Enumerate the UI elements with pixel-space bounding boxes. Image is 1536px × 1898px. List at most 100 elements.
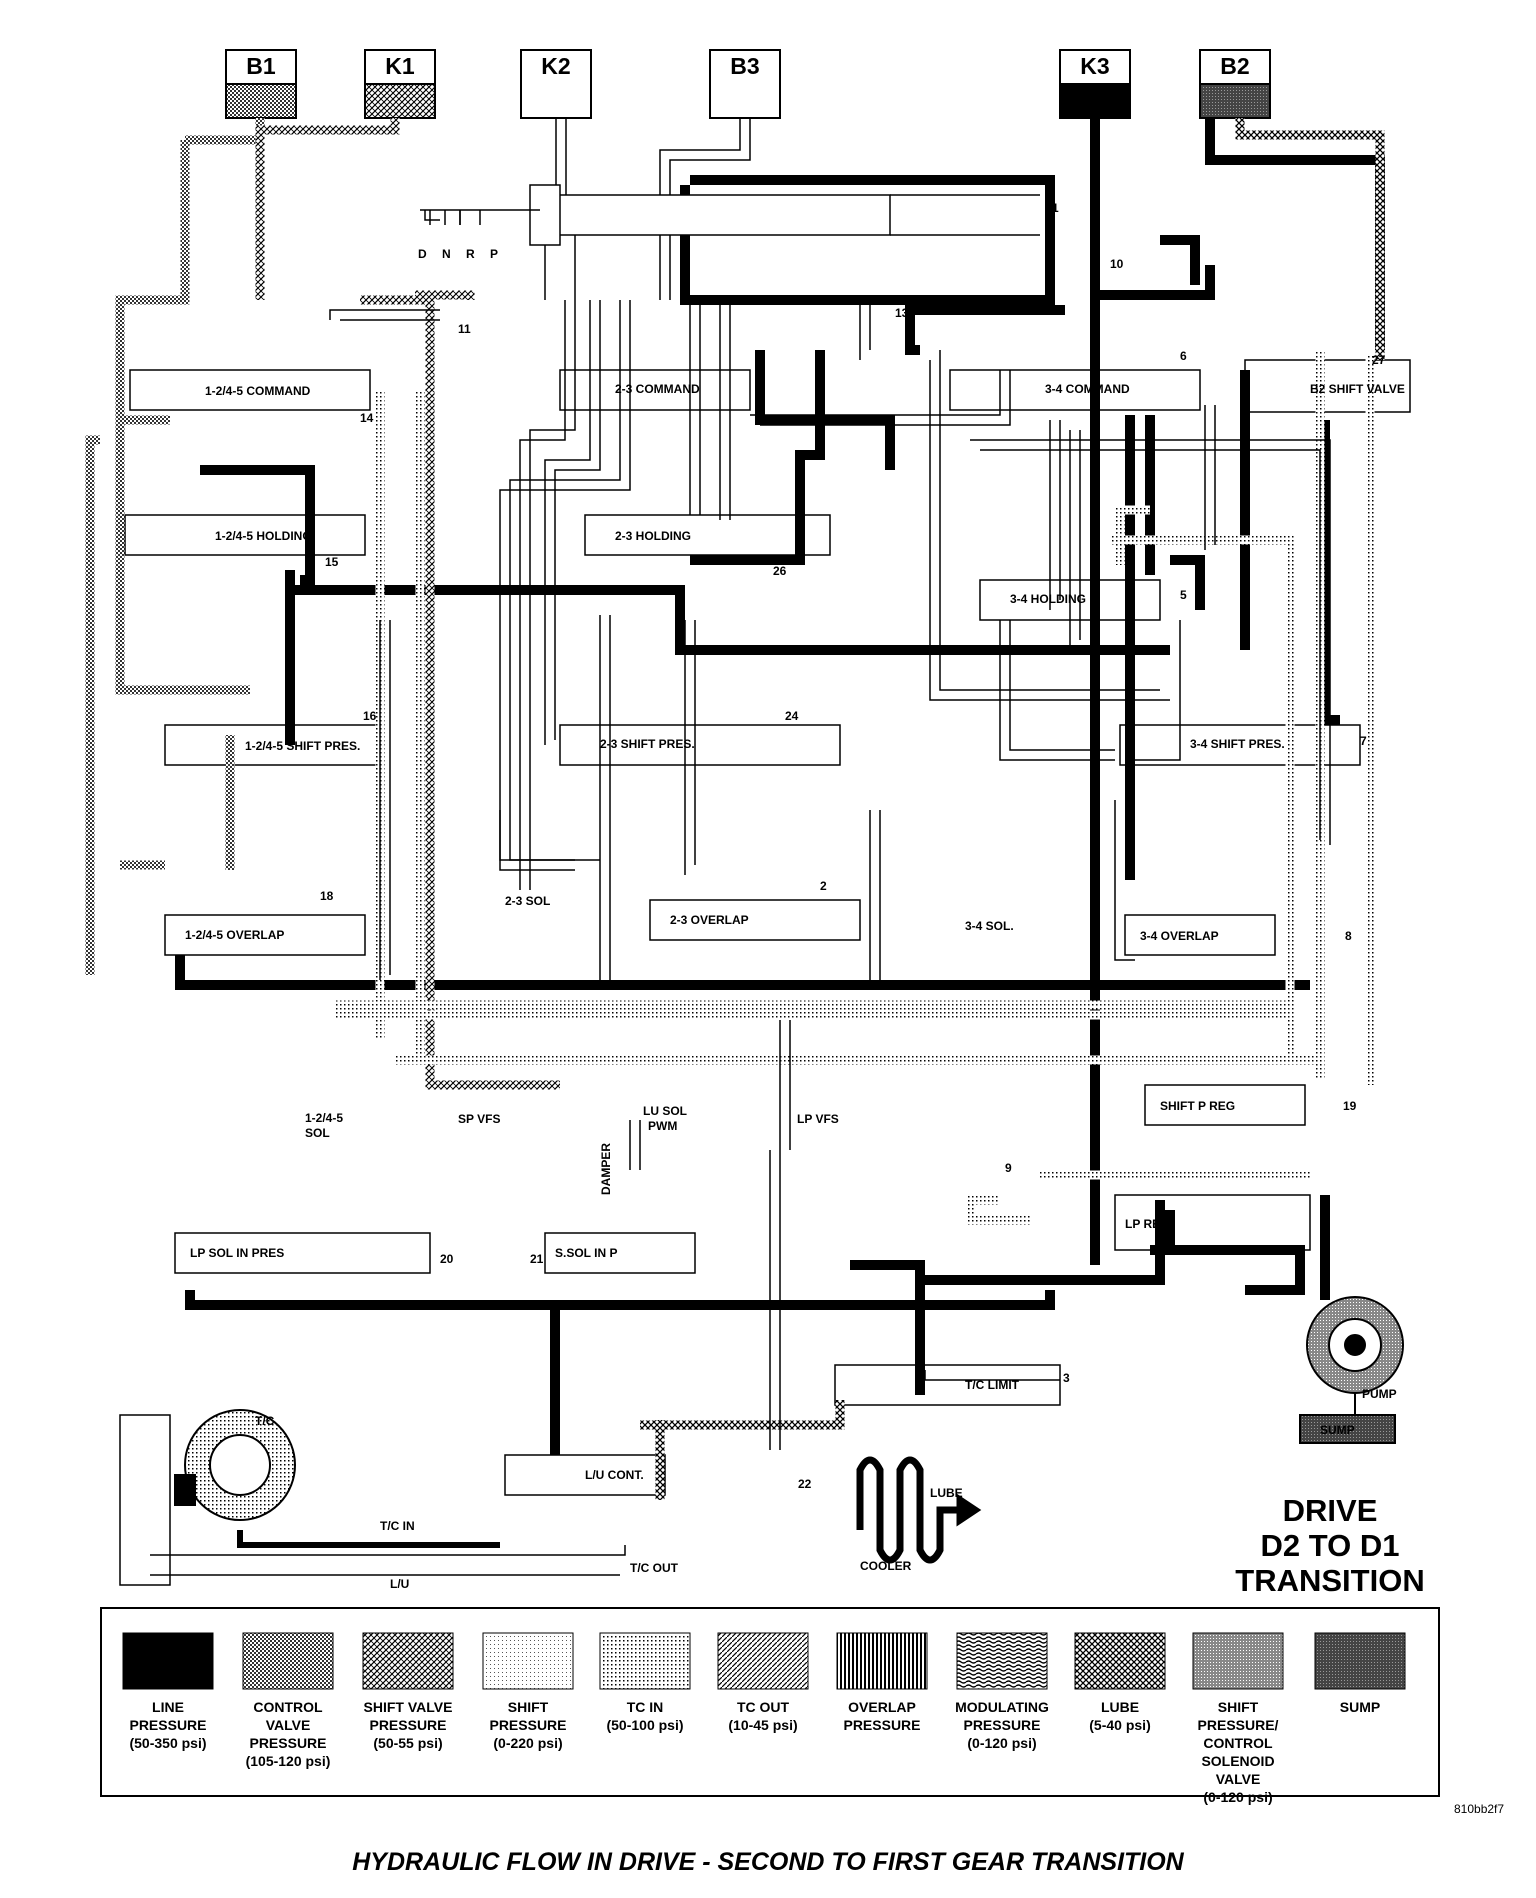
svg-text:3-4 HOLDING: 3-4 HOLDING: [1010, 592, 1086, 606]
legend-swatch: [836, 1632, 928, 1690]
svg-text:2-3 SHIFT PRES.: 2-3 SHIFT PRES.: [600, 737, 695, 751]
svg-text:3-4 COMMAND: 3-4 COMMAND: [1045, 382, 1130, 396]
legend-text: PRESSURE: [369, 1717, 447, 1733]
legend-text: OVERLAP: [848, 1699, 916, 1715]
legend-text: TC OUT: [736, 1699, 790, 1715]
svg-text:SOL: SOL: [305, 1126, 330, 1140]
svg-text:19: 19: [1343, 1099, 1357, 1113]
svg-text:B3: B3: [730, 53, 759, 79]
legend-swatch: [1074, 1632, 1166, 1690]
svg-text:27: 27: [1372, 353, 1386, 367]
svg-text:8: 8: [1345, 929, 1352, 943]
svg-text:T/C IN: T/C IN: [380, 1519, 415, 1533]
svg-text:LU SOL: LU SOL: [643, 1104, 687, 1118]
legend-text: MODULATING: [955, 1699, 1049, 1715]
svg-text:11: 11: [458, 322, 471, 336]
svg-text:3: 3: [1063, 1371, 1070, 1385]
svg-text:1: 1: [1052, 201, 1059, 215]
legend-text: VALVE: [265, 1717, 311, 1733]
svg-text:24: 24: [785, 709, 799, 723]
legend-text: PRESSURE/: [1197, 1717, 1279, 1733]
svg-text:1-2/4-5: 1-2/4-5: [305, 1111, 343, 1125]
lube-lines: [640, 118, 1385, 1500]
svg-text:L/U CONT.: L/U CONT.: [585, 1468, 644, 1482]
svg-text:3-4 OVERLAP: 3-4 OVERLAP: [1140, 929, 1219, 943]
svg-text:13: 13: [895, 306, 909, 320]
legend-text: SHIFT: [507, 1699, 549, 1715]
svg-text:T/C OUT: T/C OUT: [630, 1561, 679, 1575]
legend-swatch: [362, 1632, 454, 1690]
legend-swatch: [242, 1632, 334, 1690]
svg-text:9: 9: [1005, 1161, 1012, 1175]
legend-item: OVERLAP PRESSURE: [822, 1632, 942, 1734]
svg-text:1-2/4-5 COMMAND: 1-2/4-5 COMMAND: [205, 384, 311, 398]
svg-text:COOLER: COOLER: [860, 1559, 912, 1573]
svg-text:7: 7: [1360, 734, 1367, 748]
legend-text: LUBE: [1100, 1699, 1140, 1715]
legend-text: (5-40 psi): [1089, 1717, 1151, 1733]
legend-text: TC IN: [626, 1699, 664, 1715]
svg-text:L/U: L/U: [390, 1577, 409, 1591]
svg-text:10: 10: [1110, 257, 1124, 271]
svg-text:15: 15: [325, 555, 339, 569]
svg-text:2-3 SOL: 2-3 SOL: [505, 894, 550, 908]
svg-text:18: 18: [320, 889, 334, 903]
svg-text:K1: K1: [385, 53, 415, 79]
svg-text:2: 2: [820, 879, 827, 893]
legend-text: PRESSURE: [963, 1717, 1041, 1733]
legend-text: (0-120 psi): [1203, 1789, 1273, 1805]
legend-text: (10-45 psi): [728, 1717, 798, 1733]
svg-text:B2: B2: [1220, 53, 1249, 79]
manual-valve: [420, 184, 1040, 246]
svg-text:2-3 COMMAND: 2-3 COMMAND: [615, 382, 700, 396]
clutch-boxes: [225, 49, 1271, 119]
svg-text:LP SOL IN PRES: LP SOL IN PRES: [190, 1246, 284, 1260]
svg-text:B2 SHIFT VALVE: B2 SHIFT VALVE: [1310, 382, 1405, 396]
svg-text:14: 14: [360, 411, 374, 425]
svg-text:6: 6: [1180, 349, 1187, 363]
svg-text:2-3 OVERLAP: 2-3 OVERLAP: [670, 913, 749, 927]
torque-converter: [174, 1409, 500, 1548]
legend-text: (50-100 psi): [606, 1717, 684, 1733]
page-title: HYDRAULIC FLOW IN DRIVE - SECOND TO FIRS…: [352, 1848, 1184, 1876]
svg-text:LP REG.: LP REG.: [1125, 1217, 1173, 1231]
legend-text: SHIFT VALVE: [363, 1699, 453, 1715]
legend-text: (50-55 psi): [373, 1735, 443, 1751]
transition-line-1: DRIVE: [1282, 1493, 1378, 1528]
legend-swatch: [1192, 1632, 1284, 1690]
svg-text:3-4 SHIFT PRES.: 3-4 SHIFT PRES.: [1190, 737, 1285, 751]
legend-text: (50-350 psi): [129, 1735, 207, 1751]
svg-text:16: 16: [363, 709, 377, 723]
legend-swatch: [1314, 1632, 1406, 1690]
legend-item: TC OUT (10-45 psi): [703, 1632, 823, 1734]
legend-text: PRESSURE: [249, 1735, 327, 1751]
transition-title: DRIVE D2 TO D1 TRANSITION: [1215, 1493, 1445, 1598]
legend-text: SHIFT: [1217, 1699, 1259, 1715]
svg-text:1-2/4-5 HOLDING: 1-2/4-5 HOLDING: [215, 529, 312, 543]
legend-item: LUBE (5-40 psi): [1060, 1632, 1180, 1734]
pump: [1299, 1296, 1404, 1444]
shift-pressure-lines: [150, 118, 1331, 1576]
svg-text:20: 20: [440, 1252, 454, 1266]
svg-text:LP VFS: LP VFS: [797, 1112, 839, 1126]
legend-swatch: [482, 1632, 574, 1690]
svg-text:3-4 SOL.: 3-4 SOL.: [965, 919, 1014, 933]
svg-text:21: 21: [530, 1252, 544, 1266]
svg-text:4: 4: [1322, 1211, 1329, 1225]
svg-text:S.SOL IN P: S.SOL IN P: [555, 1246, 617, 1260]
svg-text:SP VFS: SP VFS: [458, 1112, 500, 1126]
legend-text: (105-120 psi): [245, 1753, 331, 1769]
svg-text:25: 25: [755, 414, 769, 428]
svg-text:PUMP: PUMP: [1362, 1387, 1397, 1401]
legend-swatch: [122, 1632, 214, 1690]
svg-text:B1: B1: [246, 53, 276, 79]
shift-valve-lines: [255, 118, 560, 1090]
legend-text: PRESSURE: [843, 1717, 921, 1733]
svg-text:22: 22: [798, 1477, 812, 1491]
